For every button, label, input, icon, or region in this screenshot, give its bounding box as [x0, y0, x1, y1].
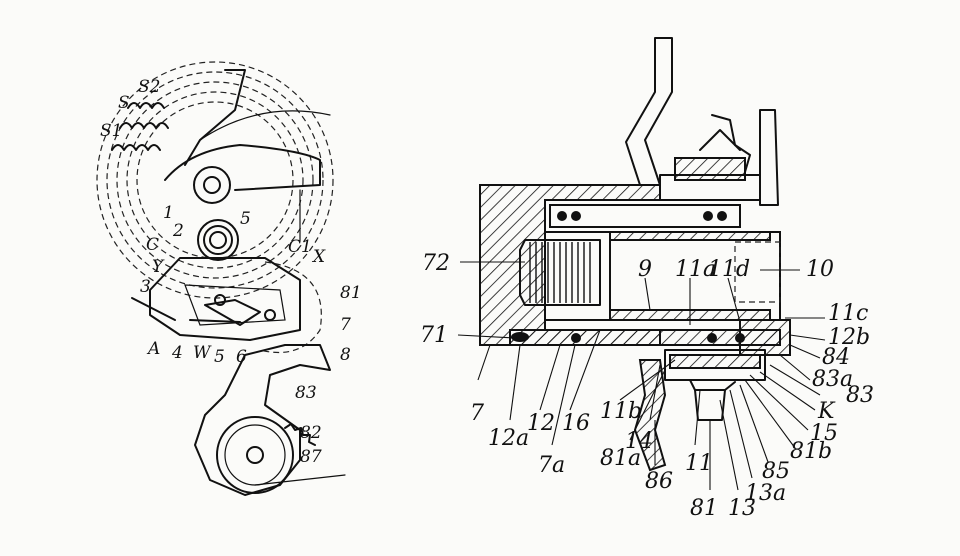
right-leaders	[457, 261, 826, 491]
label-14: 14	[625, 429, 653, 454]
frame-plate	[625, 37, 673, 186]
label-83a: 83a	[812, 367, 853, 392]
label-12a: 12a	[488, 426, 529, 451]
label-4: 4	[171, 343, 183, 363]
label-12: 12	[527, 411, 555, 436]
right-cross-section	[479, 37, 791, 472]
label-7R: 7	[470, 401, 484, 426]
cap-top	[674, 157, 746, 181]
label-5b: 5	[214, 347, 225, 367]
label-15: 15	[810, 421, 838, 446]
label-13a: 13a	[745, 481, 786, 506]
label-81R: 81	[690, 496, 718, 521]
cable	[131, 297, 176, 321]
label-A: A	[146, 339, 160, 359]
label-71: 71	[420, 323, 448, 348]
label-K: K	[817, 399, 836, 424]
label-83L: 83	[295, 383, 317, 403]
sprocket-outline	[96, 61, 334, 299]
label-86: 86	[645, 469, 673, 494]
spring-coil	[197, 219, 239, 261]
ring-11c	[739, 319, 791, 356]
label-8: 8	[340, 345, 351, 365]
label-S2: S2	[138, 77, 160, 97]
label-7a: 7a	[538, 453, 565, 478]
right-labels: 72 9 11a 11d 10 11c 71 12b 84 83a 83 K 1…	[420, 251, 874, 521]
label-6: 6	[236, 347, 247, 367]
label-C1: C1	[288, 237, 312, 257]
label-10: 10	[806, 257, 834, 282]
derailleur-body	[149, 257, 301, 341]
bolt-72	[519, 239, 601, 306]
main-pivot	[193, 166, 231, 204]
label-X: X	[311, 247, 326, 267]
label-C: C	[146, 235, 159, 255]
label-84: 84	[822, 345, 850, 370]
label-13: 13	[728, 496, 756, 521]
label-S: S	[118, 93, 130, 113]
label-S1: S1	[100, 121, 122, 141]
sprocket-teeth	[111, 144, 161, 151]
part-81	[694, 389, 726, 421]
label-11d: 11d	[708, 257, 750, 282]
label-2: 2	[172, 221, 184, 241]
label-87: 87	[300, 447, 322, 467]
upper-spring	[549, 204, 741, 228]
left-labels: S2 S S1 1 2 5 C C1 X Y 3 81 7 A 4 W 5 6 …	[100, 77, 362, 467]
label-5a: 5	[240, 209, 251, 229]
label-81a: 81a	[600, 446, 641, 471]
label-11b: 11b	[600, 399, 642, 424]
label-Y: Y	[152, 257, 165, 277]
label-1: 1	[163, 203, 174, 223]
label-W: W	[193, 343, 212, 363]
label-82: 82	[300, 423, 322, 443]
label-83: 83	[846, 383, 874, 408]
label-7L: 7	[340, 315, 351, 335]
left-derailleur-view	[96, 61, 346, 496]
guide-pulley	[216, 416, 294, 494]
label-11a: 11a	[675, 257, 716, 282]
label-9: 9	[638, 257, 652, 282]
label-12b: 12b	[828, 325, 870, 350]
label-81L: 81	[340, 283, 362, 303]
label-81b: 81b	[790, 439, 832, 464]
label-85: 85	[762, 459, 790, 484]
part-10	[734, 241, 781, 303]
label-72: 72	[422, 251, 450, 276]
label-11c: 11c	[828, 301, 868, 326]
label-11: 11	[685, 451, 713, 476]
chain-cage	[194, 344, 331, 496]
outer-plate	[759, 109, 779, 206]
label-3: 3	[140, 277, 151, 297]
frame-bracket	[184, 69, 246, 166]
part-86	[633, 359, 667, 472]
label-16: 16	[562, 411, 590, 436]
